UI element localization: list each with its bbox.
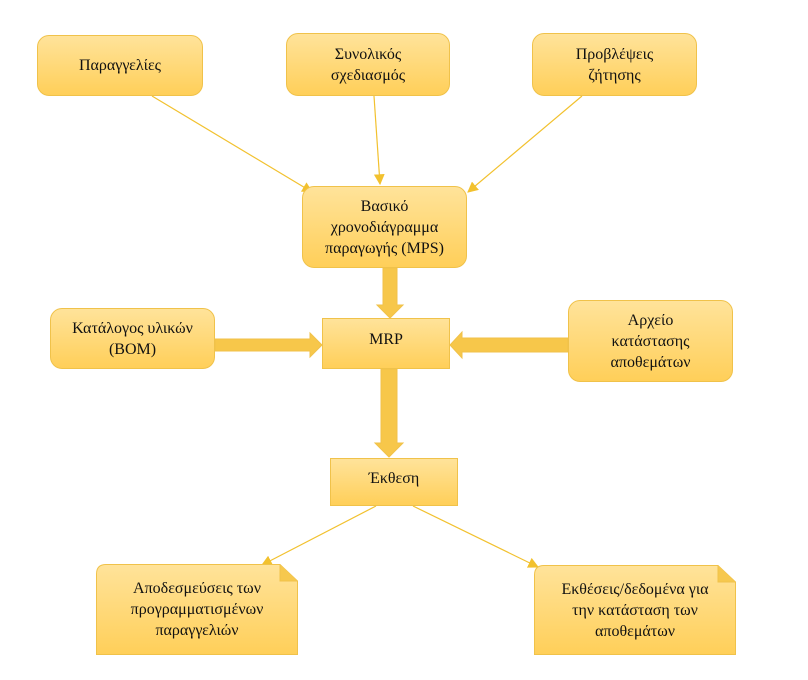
block-arrow-mrp-to-report <box>373 368 405 458</box>
block-arrow-inventory-file-to-mrp <box>449 330 569 360</box>
node-inventory-file: Αρχείο κατάστασης αποθεμάτων <box>568 300 733 382</box>
block-arrow-bom-to-mrp <box>214 331 323 359</box>
node-mrp: MRP <box>322 318 450 369</box>
node-orders: Παραγγελίες <box>37 35 203 96</box>
block-arrow-mps-to-mrp <box>375 267 405 319</box>
arrow-demand-forecast-to-mps <box>467 95 583 193</box>
node-aggregate-planning: Συνολικός σχεδιασμός <box>286 33 450 96</box>
note-shape <box>534 565 736 655</box>
arrow-report-to-planned-releases <box>261 505 377 566</box>
inventory-reports-label: Εκθέσεις/δεδομένα για την κατάσταση των … <box>561 580 709 640</box>
arrow-aggregate-planning-to-mps <box>373 95 385 186</box>
node-bom: Κατάλογος υλικών (BOM) <box>50 308 215 369</box>
node-demand-forecast: Προβλέψεις ζήτησης <box>532 33 697 96</box>
node-report: Έκθεση <box>330 458 458 506</box>
arrow-report-to-inventory-reports <box>412 505 539 568</box>
note-shape <box>96 564 298 655</box>
node-mps: Βασικό χρονοδιάγραμμα παραγωγής (MPS) <box>302 186 467 268</box>
node-inventory-reports: Εκθέσεις/δεδομένα για την κατάσταση των … <box>534 565 736 655</box>
planned-order-releases-label: Αποδεσμεύσεις των προγραμματισμένων παρα… <box>130 580 264 639</box>
arrow-orders-to-mps <box>151 95 313 193</box>
node-planned-order-releases: Αποδεσμεύσεις των προγραμματισμένων παρα… <box>96 564 298 655</box>
